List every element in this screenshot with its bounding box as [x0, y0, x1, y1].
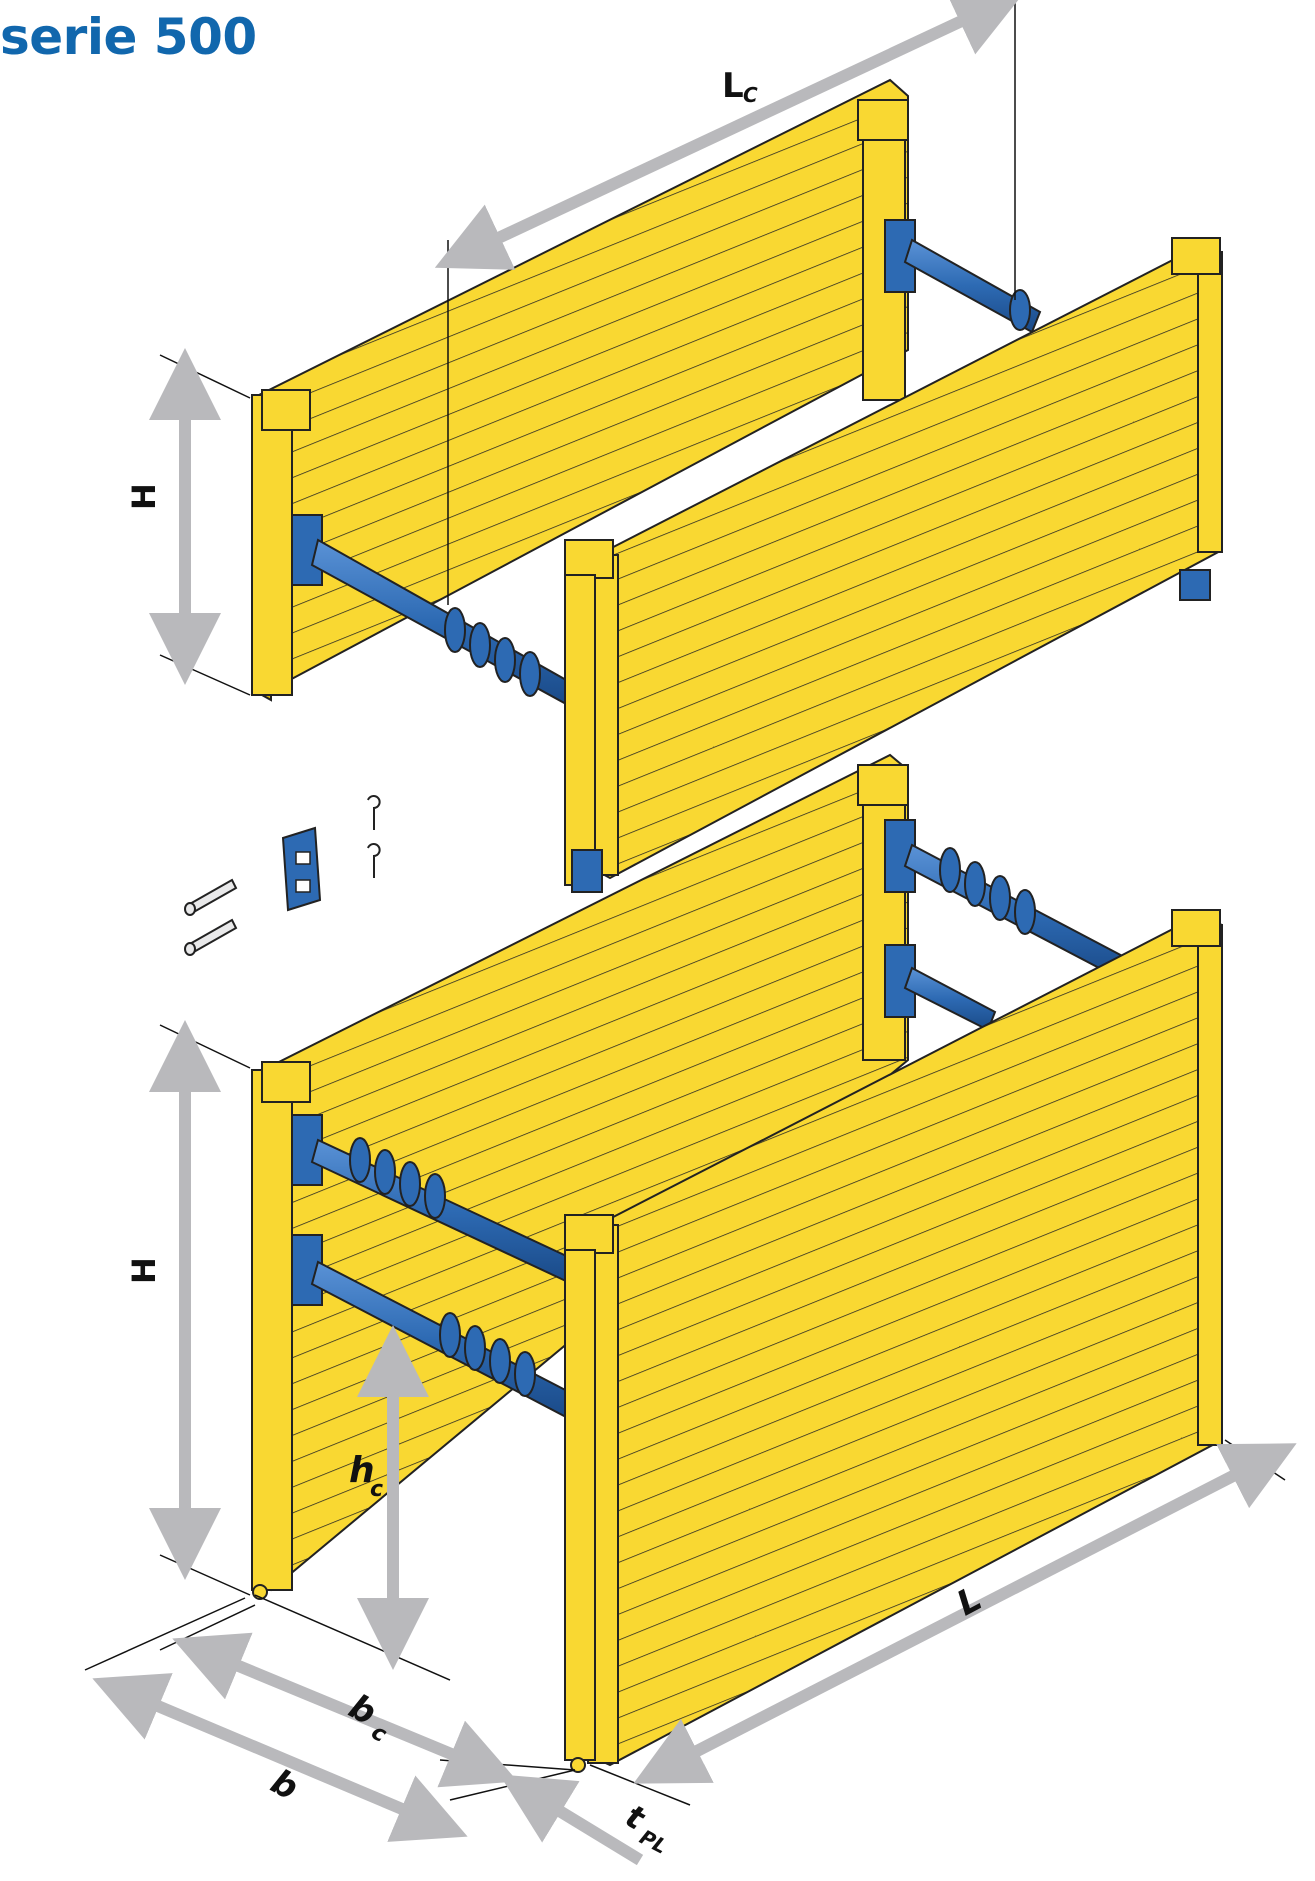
spring-clip-1 — [367, 795, 381, 830]
connector-bracket — [281, 826, 322, 912]
dimension-arrows — [92, 0, 1297, 1866]
label-hc: h — [349, 1450, 375, 1491]
label-h-bottom: H — [125, 1257, 163, 1284]
front-panel-top — [564, 237, 1223, 893]
label-hc-sub: c — [370, 1477, 383, 1502]
strut-bottom-upper-right — [884, 819, 1132, 982]
strut-top-left — [291, 514, 577, 707]
top-box-assembly — [251, 78, 1223, 893]
page-title: serie 500 — [0, 8, 257, 66]
loose-parts — [184, 795, 381, 956]
arrow-length-clear — [434, 0, 1026, 270]
coupling-pin-2 — [184, 918, 238, 956]
strut-bottom-lower-right — [884, 944, 997, 1032]
label-lc: L — [722, 66, 744, 106]
label-h-top: H — [125, 483, 163, 510]
arrow-panel-thickness — [499, 1774, 644, 1866]
spring-clip-2 — [367, 843, 381, 878]
arrow-clear-width — [172, 1632, 518, 1788]
strut-bottom-lower-left — [291, 1234, 577, 1420]
strut-bottom-upper-left — [291, 1114, 577, 1284]
label-lc-sub: C — [743, 83, 758, 107]
arrow-total-width — [92, 1673, 468, 1842]
coupling-pin-1 — [184, 878, 238, 916]
arrow-panel-length — [633, 1443, 1297, 1784]
